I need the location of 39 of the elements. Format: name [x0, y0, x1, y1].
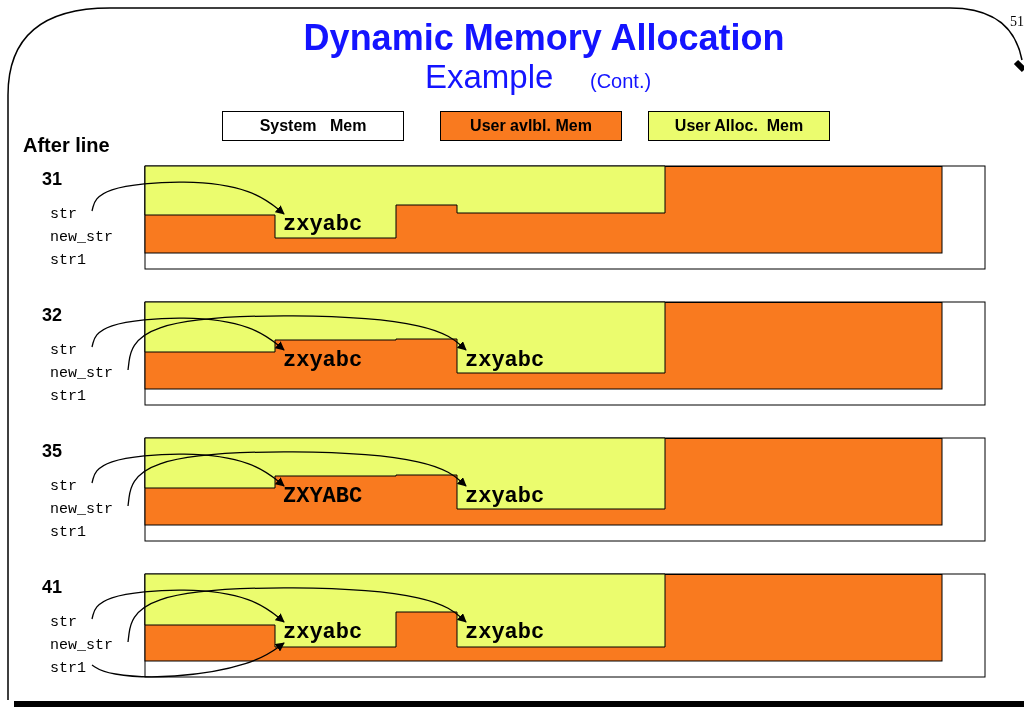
pointer-name: str	[50, 207, 92, 223]
string-value: ZXYABC	[283, 486, 365, 507]
pointer-arrow	[91, 453, 285, 487]
pointer-name: new_str	[50, 366, 128, 382]
pointer-arrow	[127, 587, 467, 643]
legend-label: User Alloc. Mem	[674, 117, 804, 135]
line-number: 31	[42, 170, 63, 188]
pointer-arrow	[91, 317, 285, 351]
pointer-arrow	[127, 315, 467, 371]
pointer-name: new_str	[50, 502, 128, 518]
pointer-arrow	[91, 642, 285, 678]
string-value: zxyabc	[283, 214, 365, 235]
pointer-name: str	[50, 479, 92, 495]
string-value: zxyabc	[465, 350, 547, 371]
pointer-arrow	[91, 589, 285, 623]
line-number: 32	[42, 306, 63, 324]
row-heading: After line	[23, 135, 110, 155]
string-value: zxyabc	[465, 486, 547, 507]
string-value: zxyabc	[283, 350, 365, 371]
line-number: 41	[42, 578, 63, 596]
pointer-arrow	[91, 181, 285, 215]
pointer-arrow	[127, 451, 467, 507]
pointer-name: str1	[50, 525, 86, 540]
string-value: zxyabc	[465, 622, 547, 643]
pointer-name: str	[50, 615, 92, 631]
pointer-name: str	[50, 343, 92, 359]
pointer-name: str1	[50, 253, 86, 268]
subtitle: Example	[425, 60, 554, 93]
legend-label: User avlbl. Mem	[470, 117, 592, 135]
title: Dynamic Memory Allocation	[302, 20, 786, 56]
line-number: 35	[42, 442, 63, 460]
pointer-name: new_str	[50, 230, 113, 245]
string-value: zxyabc	[283, 622, 365, 643]
legend-label: System Mem	[259, 117, 367, 135]
pointer-name: str1	[50, 389, 86, 404]
pointer-name: str1	[50, 661, 92, 677]
pointer-name: new_str	[50, 638, 128, 654]
page-number: 51	[1010, 15, 1024, 29]
subtitle-note: (Cont.)	[590, 71, 652, 91]
